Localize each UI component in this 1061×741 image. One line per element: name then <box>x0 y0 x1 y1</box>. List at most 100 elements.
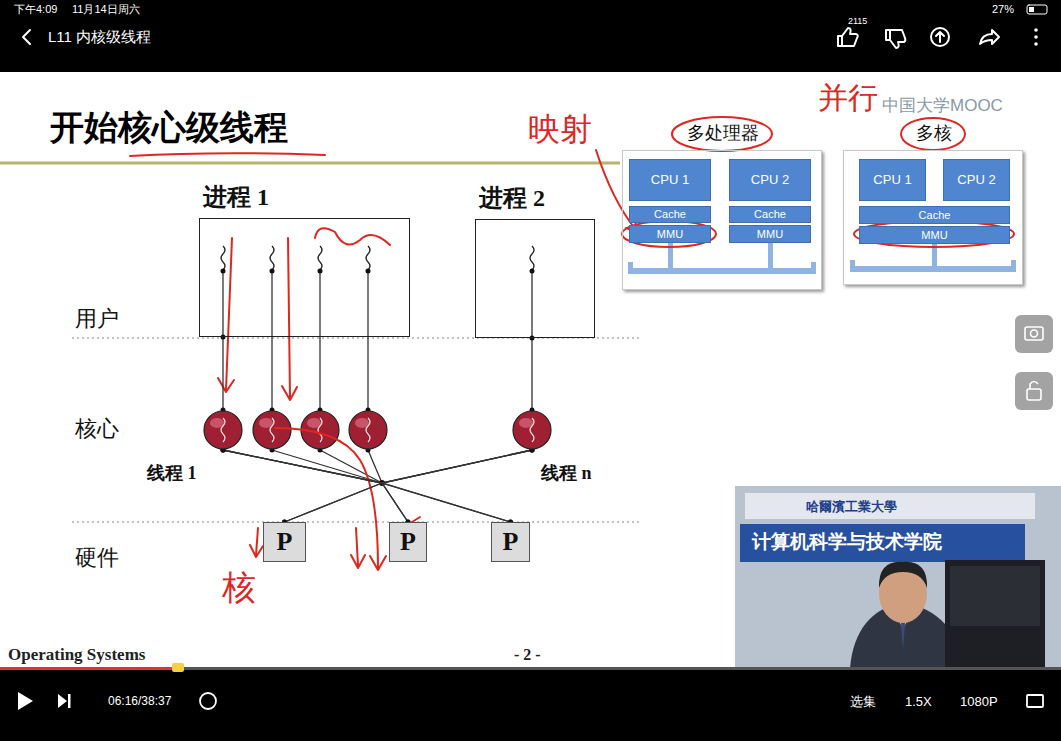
thread-connector <box>223 450 511 522</box>
top-icon <box>23 5 1047 48</box>
thread-connector <box>531 338 532 410</box>
kernel-thread-circle <box>253 411 291 449</box>
kernel-thread-squiggle <box>270 418 274 442</box>
hardware-unit-box: MMU <box>629 225 711 243</box>
webcam-inset <box>735 486 1061 668</box>
thread-wire <box>368 450 382 483</box>
player-control <box>58 694 67 708</box>
slide-ground <box>0 72 1061 668</box>
top-icon <box>23 30 30 44</box>
kernel-thread-circle: 线程 1 <box>203 410 243 450</box>
webcam-inset <box>879 562 927 588</box>
handwritten-annotation <box>130 117 1014 570</box>
title-rule <box>0 162 620 165</box>
top-icon <box>931 28 949 46</box>
kernel-thread-shape <box>513 411 551 449</box>
unit-name: CPU 1 <box>873 173 911 187</box>
player-control <box>172 663 184 672</box>
player-button: 选集 <box>850 694 876 710</box>
kernel-thread-squiggle <box>318 418 322 442</box>
bus <box>768 242 773 270</box>
webcam-inset <box>945 560 1045 668</box>
handwritten-annotation <box>315 228 390 245</box>
user-thread <box>318 246 322 270</box>
slide-title: 开始核心级线程 <box>50 108 288 149</box>
floating-button <box>1027 389 1041 400</box>
course-name: Operating Systems <box>8 645 145 665</box>
wire-dot <box>221 335 226 340</box>
hardware-unit-box: Cache <box>729 206 811 223</box>
unit-name: Cache <box>754 208 786 220</box>
process-box: 进程 2 <box>475 219 595 338</box>
unit-name: CPU 1 <box>651 173 689 187</box>
thread-wire <box>271 271 272 410</box>
bus <box>628 268 816 274</box>
top-icon <box>1029 7 1038 46</box>
thread-connector <box>285 450 533 522</box>
thread-wire <box>223 271 532 483</box>
wire-dot <box>221 269 535 487</box>
status-date: 11月14日周六 <box>72 3 140 16</box>
unit-name: Cache <box>919 209 951 221</box>
handwritten-annotation <box>275 428 386 570</box>
handwritten-annotation <box>901 118 965 150</box>
thread-connector <box>382 450 532 522</box>
floating-button <box>1030 382 1038 390</box>
unit-name: MMU <box>657 228 683 240</box>
thread-wire <box>320 450 382 483</box>
player-button: 1.5X <box>905 694 932 710</box>
school-sign: 哈爾濱工業大學 <box>806 499 897 515</box>
player-control <box>200 693 216 709</box>
handwritten-annotation <box>218 238 234 392</box>
wire-dot <box>366 269 371 274</box>
user-thread <box>530 246 534 270</box>
kernel-thread-squiggle <box>270 418 370 442</box>
floating-button <box>1015 315 1053 353</box>
wire-dot <box>221 269 226 274</box>
kernel-thread-circle <box>253 411 387 449</box>
top-icon <box>838 28 858 46</box>
layer-divider <box>72 521 640 522</box>
hardware-unit-box: CPU 2 <box>729 159 811 201</box>
panel-heading: 多处理器 <box>687 123 759 145</box>
thread-wire <box>319 271 320 410</box>
hardware-unit-box: MMU <box>729 225 811 243</box>
handwritten-annotation <box>622 221 716 247</box>
video-title: L11 内核级线程 <box>48 28 151 46</box>
slide-ground <box>0 72 1061 668</box>
floating-button <box>1031 330 1038 337</box>
player-control <box>68 694 71 708</box>
thread-connector <box>222 337 223 410</box>
handwritten-note: 映射 <box>528 110 592 148</box>
top-icon <box>1034 35 1038 39</box>
layer-name: 用户 <box>75 306 119 332</box>
hardware-unit-box: CPU 1 <box>629 159 711 201</box>
page-number: - 2 - <box>514 645 541 664</box>
processor-box: P <box>263 522 306 562</box>
handwritten-note: 并行 <box>818 80 878 116</box>
title-rule <box>0 163 620 164</box>
hardware-panel: 多处理器CPU 1CacheMMUCPU 2CacheMMU <box>622 150 822 290</box>
kernel-thread-shape <box>204 411 242 449</box>
unit-name: MMU <box>921 229 947 241</box>
handwritten-annotation <box>672 117 772 151</box>
bus <box>850 266 1016 272</box>
thread-connector <box>382 450 532 522</box>
process-name: 进程 1 <box>203 183 269 212</box>
kernel-thread-shape <box>203 410 243 450</box>
process-name: 进程 2 <box>479 184 545 213</box>
wire-dot <box>530 336 535 341</box>
wire-dot <box>530 269 535 274</box>
handwritten-annotation <box>351 528 365 568</box>
kernel-thread-shape <box>512 410 552 450</box>
watermark: 中国大学MOOC <box>882 96 1003 116</box>
process-box: 进程 1 <box>199 218 410 337</box>
bus <box>1011 260 1016 272</box>
player-control <box>1027 695 1043 707</box>
unit-name: CPU 2 <box>957 173 995 187</box>
floating-button <box>1015 315 1053 410</box>
status-time: 下午4:09 <box>14 3 57 16</box>
hardware-panel: 多核CPU 1CPU 2CacheMMU <box>843 150 1023 285</box>
wire-dot <box>270 269 275 274</box>
